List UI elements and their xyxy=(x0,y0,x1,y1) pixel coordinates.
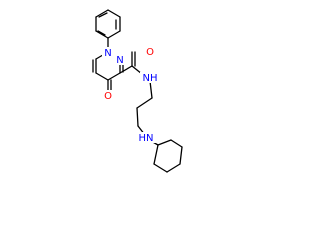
ring-n1-label: N xyxy=(104,48,111,59)
bond xyxy=(107,9,121,18)
bond xyxy=(166,163,181,173)
bond xyxy=(107,72,121,81)
bond xyxy=(95,30,109,39)
bond xyxy=(95,72,109,81)
bond xyxy=(136,107,139,127)
bond xyxy=(119,65,133,74)
bond xyxy=(153,163,168,173)
amide-nh-label: NH xyxy=(143,73,158,84)
bond xyxy=(136,97,153,109)
bond xyxy=(157,139,172,146)
atom-labels: N N O O NH HN xyxy=(102,46,160,144)
bond xyxy=(149,80,153,99)
ketone-oxygen-label: O xyxy=(104,91,112,102)
bond xyxy=(97,30,106,36)
bond xyxy=(170,139,183,148)
amine-nh-label: HN xyxy=(139,133,154,144)
ring-n2-label: N xyxy=(116,55,123,66)
molecule-structure: N N O O NH HN xyxy=(92,9,183,173)
bond xyxy=(98,12,108,18)
amide-oxygen-label: O xyxy=(146,47,154,58)
bond xyxy=(107,30,121,39)
bond xyxy=(153,144,159,165)
bond xyxy=(95,9,109,18)
bond xyxy=(179,146,183,165)
